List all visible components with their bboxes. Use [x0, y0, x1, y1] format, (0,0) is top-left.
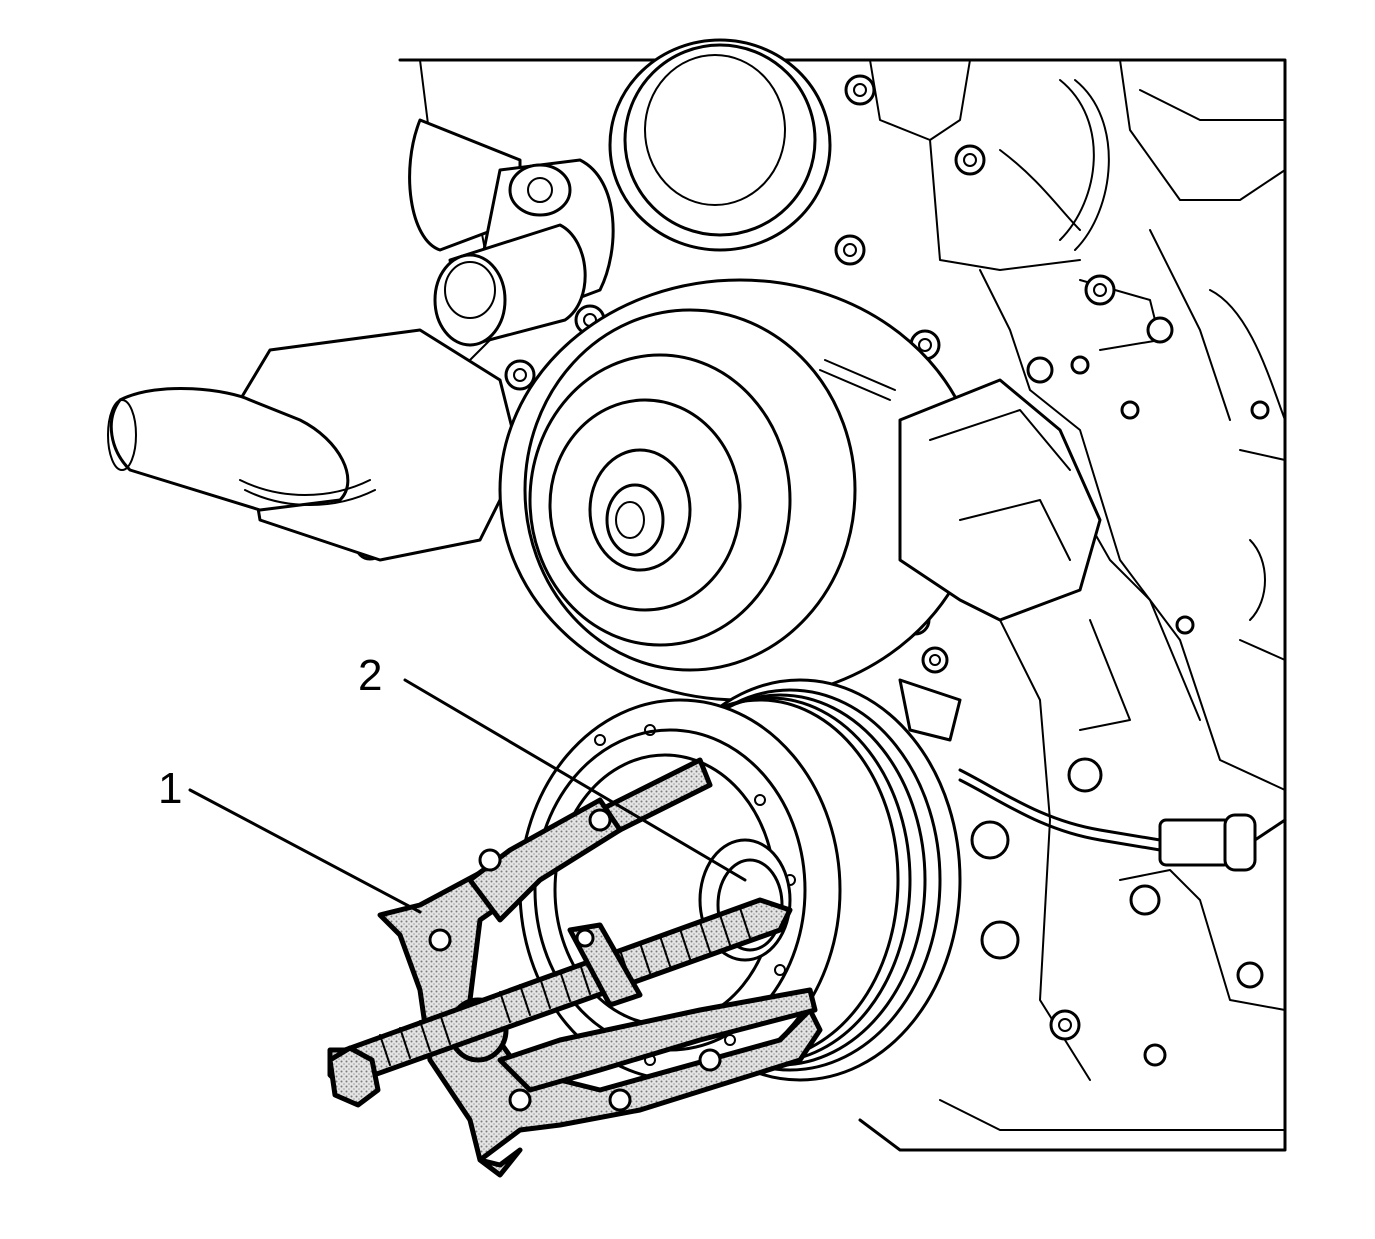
- sensor-harness: [898, 678, 1287, 872]
- upper-idler-pulley: [608, 38, 832, 252]
- callout-2-label: 2: [358, 651, 382, 700]
- callout-leaders: [188, 678, 747, 914]
- water-pump-pulley: [498, 278, 982, 702]
- coolant-outlet: [408, 118, 615, 347]
- puller-tool: [327, 757, 823, 1178]
- callout-1-label: 1: [158, 764, 182, 813]
- callout-2-leader: [403, 678, 747, 882]
- water-outlet-housing: [107, 328, 522, 562]
- callout-1-leader: [188, 788, 422, 914]
- mount-bracket: [898, 378, 1102, 622]
- engine-block: [398, 58, 1287, 1152]
